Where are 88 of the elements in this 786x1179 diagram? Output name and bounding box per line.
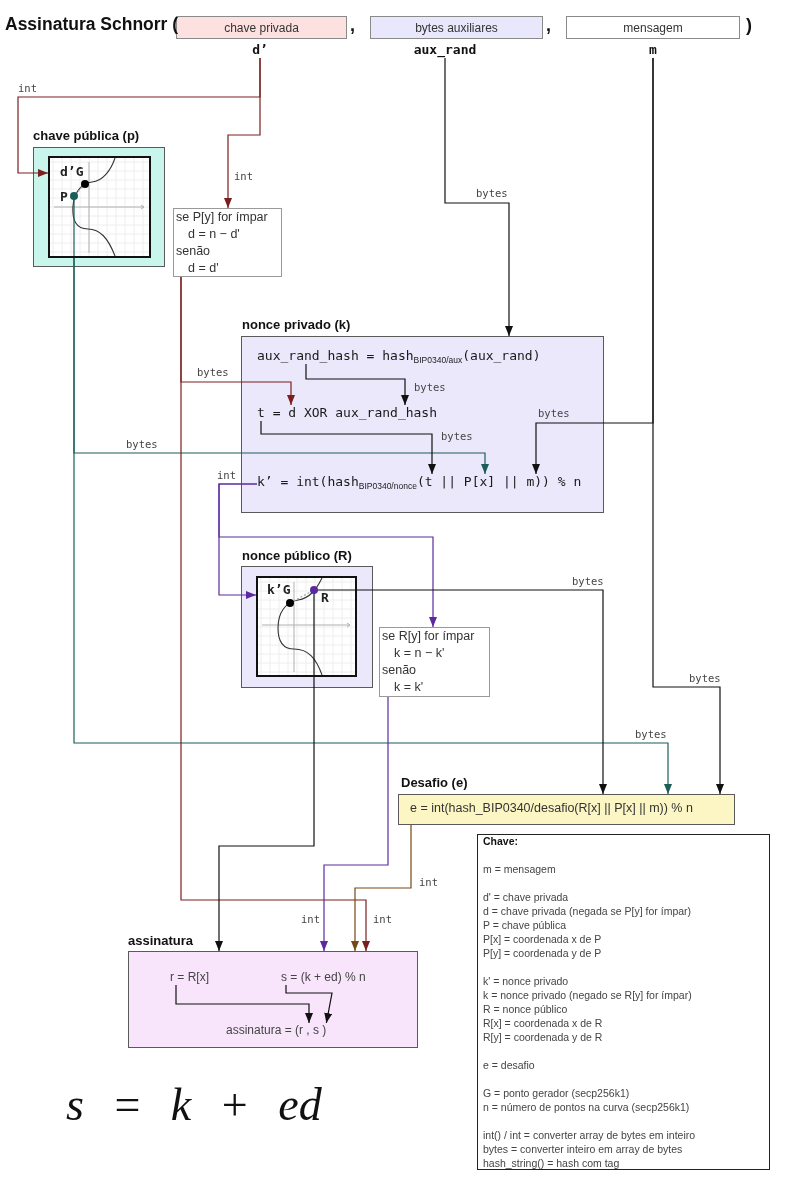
variable-label: d’ (230, 42, 290, 58)
equation-text: aux_rand_hash = hash$_{BIP0340/aux}$(aux_rand) (257, 348, 541, 364)
key-entry: P[x] = coordenada x de P (483, 933, 602, 946)
condition-text: d = n − d' (188, 227, 240, 242)
point-label: d’G (60, 165, 84, 179)
connector-arrow (175, 984, 313, 1024)
comma-separator: , (350, 15, 355, 36)
edge-label: int (234, 170, 253, 182)
parameter-label: bytes auxiliares (415, 20, 498, 35)
edge-label: bytes (538, 407, 570, 419)
key-entry: R[x] = coordenada x de R (483, 1017, 603, 1030)
condition-text: se P[y] for ímpar (176, 210, 268, 225)
edge-label: bytes (441, 430, 473, 442)
panel-heading: chave pública (p) (33, 128, 140, 143)
comma-separator: , (546, 15, 551, 36)
connector-arrow (444, 57, 513, 337)
connector-arrow (215, 676, 315, 952)
point-label: k’G (267, 583, 291, 597)
connector-arrow (320, 696, 389, 952)
formula-text: s = k + ed (66, 1080, 322, 1130)
connector-arrow (351, 824, 412, 952)
condition-text: k = k' (394, 680, 424, 695)
panel-heading: nonce privado (k) (242, 317, 351, 332)
condition-box (379, 627, 490, 697)
formula-text: e = int(hash_BIP0340/desafio(R[x] || P[x] || m)) % n (410, 801, 693, 815)
equation-text: assinatura = (r , s ) (226, 1023, 327, 1038)
key-heading: Chave: (483, 835, 518, 848)
key-entry: P[y] = coordenada y de P (483, 947, 602, 960)
point-label: R (321, 591, 329, 605)
connector-arrow (218, 483, 437, 628)
key-panel (477, 834, 770, 1170)
equation-text: t = d XOR aux_rand_hash (257, 405, 437, 421)
edge-label: int (18, 82, 37, 94)
connector-arrow (180, 276, 370, 952)
condition-text: se R[y] for ímpar (382, 629, 475, 644)
connector-arrow (652, 57, 724, 795)
parameter-box (176, 16, 347, 39)
condition-text: k = n − k' (394, 646, 445, 661)
closing-parenthesis: ) (746, 15, 752, 36)
diagram-title: Assinatura Schnorr ( (5, 14, 179, 35)
key-entry: hash_string() = hash com tag (483, 1157, 620, 1170)
key-entry: k = nonce privado (negado se R[y] for ímpar) (483, 989, 692, 1002)
connector-arrow (73, 257, 672, 795)
key-entry: bytes = converter inteiro em array de bytes (483, 1143, 683, 1156)
equation-text: s = (k + ed) % n (281, 970, 366, 985)
parameter-label: mensagem (623, 20, 683, 35)
variable-label: aux_rand (405, 42, 485, 58)
key-entry: R = nonce público (483, 1003, 568, 1016)
panel-heading: nonce público (R) (242, 548, 352, 563)
edge-label: bytes (126, 438, 158, 450)
edge-label: bytes (572, 575, 604, 587)
edge-label: bytes (197, 366, 229, 378)
key-entry: n = número de pontos na curva (secp256k1) (483, 1101, 690, 1114)
parameter-box (370, 16, 543, 39)
key-entry: R[y] = coordenada y de R (483, 1031, 603, 1044)
key-entry: m = mensagem (483, 863, 556, 876)
edge-label: bytes (414, 381, 446, 393)
connector-arrow (356, 589, 607, 795)
variable-label: m (633, 42, 673, 58)
equation-text: r = R[x] (170, 970, 209, 985)
key-entry: e = desafio (483, 1059, 535, 1072)
panel-heading: assinatura (128, 933, 194, 948)
parameter-label: chave privada (224, 20, 299, 35)
condition-text: d = d' (188, 261, 219, 276)
edge-label: bytes (635, 728, 667, 740)
key-entry: int() / int = converter array de bytes em inteiro (483, 1129, 696, 1142)
key-entry: G = ponto gerador (secp256k1) (483, 1087, 630, 1100)
edge-label: int (419, 876, 438, 888)
equation-text: k’ = int(hash$_{BIP0340/nonce}$(t || P[x] || m)) % n (257, 474, 582, 490)
key-entry: d = chave privada (negada se P[y] for ímpar) (483, 905, 692, 918)
connector-arrow (285, 984, 333, 1024)
edge-label: int (217, 469, 236, 481)
condition-text: senão (382, 663, 417, 678)
panel-heading: Desafio (e) (401, 775, 468, 790)
edge-label: bytes (689, 672, 721, 684)
connector-arrow (224, 57, 261, 209)
edge-label: int (373, 913, 392, 925)
connector-arrow (305, 363, 409, 406)
condition-box (173, 208, 282, 277)
point-label: P (60, 190, 68, 204)
edge-label: bytes (476, 187, 508, 199)
key-entry: P = chave pública (483, 919, 566, 932)
parameter-box (566, 16, 740, 39)
key-entry: d' = chave privada (483, 891, 569, 904)
key-entry: k' = nonce privado (483, 975, 569, 988)
connector-arrow (260, 420, 436, 475)
edge-label: int (301, 913, 320, 925)
condition-text: senão (176, 244, 211, 259)
